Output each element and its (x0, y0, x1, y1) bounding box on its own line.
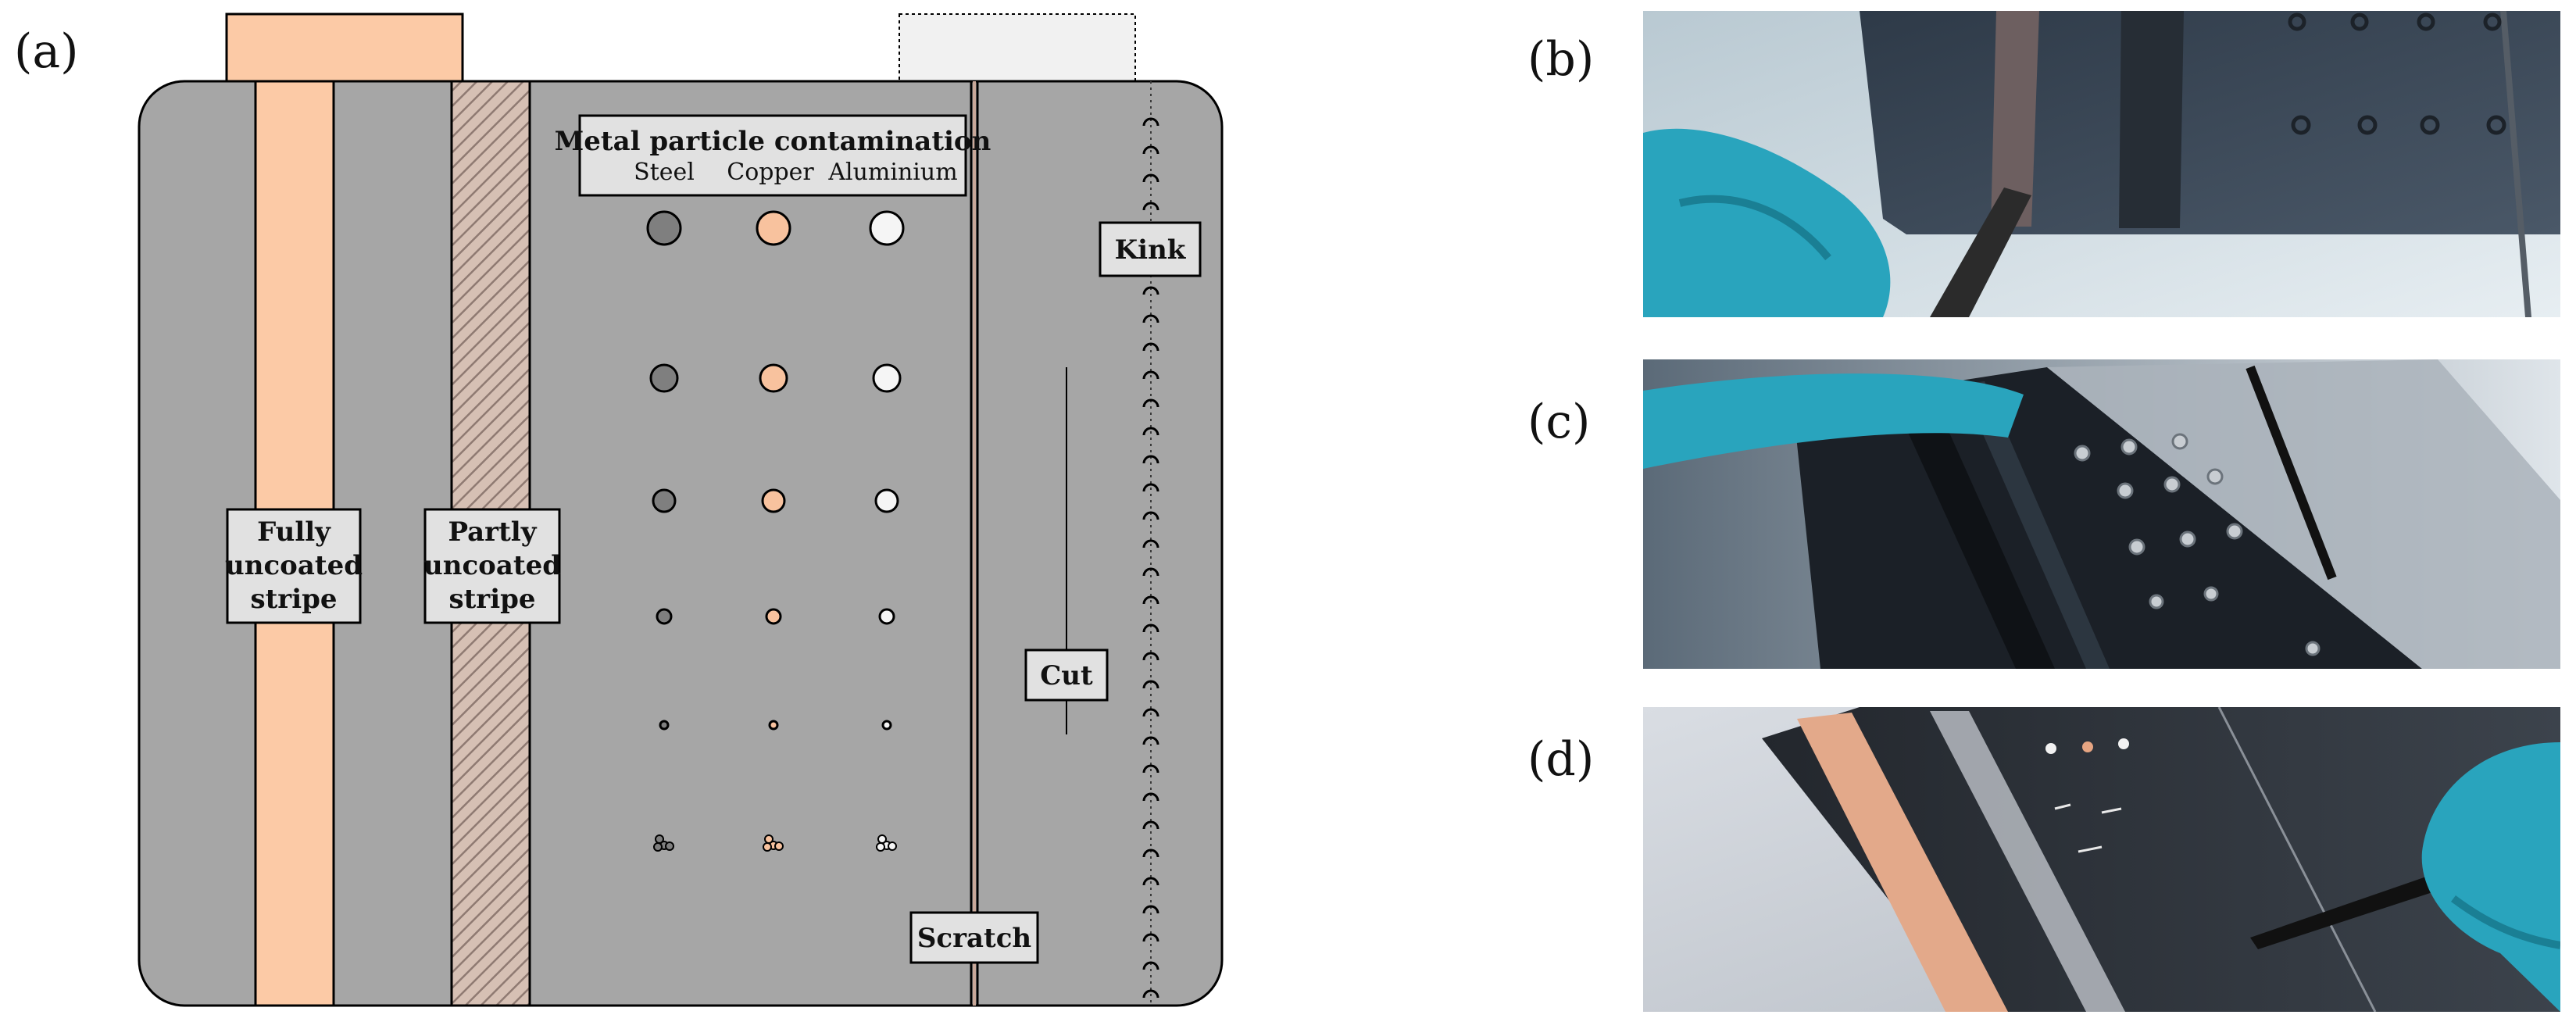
photo-c (1643, 359, 2560, 669)
kink-arc (1142, 652, 1159, 661)
partly-label-line1: Partly (448, 516, 538, 548)
kink-arc (1142, 736, 1159, 745)
kink-arc (1142, 595, 1159, 605)
kink-label-text: Kink (1115, 234, 1187, 266)
kink-arc (1142, 877, 1159, 886)
photo-c-particles (2074, 433, 2321, 656)
kink-arc (1142, 792, 1159, 802)
scratch-label: Scratch (909, 911, 1039, 964)
panel-label-c: (c) (1527, 395, 1590, 449)
glove-d (2421, 742, 2560, 1012)
kink-arc (1142, 539, 1159, 548)
steel-particle-5 (659, 720, 670, 731)
fully-uncoated-label: Fully uncoated stripe (225, 508, 363, 624)
aluminium-particle-4 (878, 608, 895, 625)
glove-c (1643, 373, 2024, 469)
partly-uncoated-label: Partly uncoated stripe (423, 508, 561, 624)
kink-arc (1142, 623, 1159, 633)
kink-arc (1142, 202, 1159, 211)
panel-label-a: (a) (14, 24, 79, 79)
photo-d (1643, 707, 2560, 1012)
dotted-tab (899, 13, 1136, 84)
kink-arc (1142, 764, 1159, 774)
panel-label-d: (d) (1527, 732, 1594, 787)
fully-label-line3: stripe (250, 584, 337, 615)
kink-arc (1142, 370, 1159, 380)
particle-grid (646, 210, 905, 852)
steel-particle-cluster (653, 834, 674, 852)
kink-arc (1142, 961, 1159, 970)
kink-arc (1142, 905, 1159, 914)
fully-label-line1: Fully (257, 516, 331, 548)
steel-particle-3 (652, 488, 677, 513)
kink-arcs (1142, 117, 1159, 999)
photo-b (1643, 11, 2560, 317)
cut-label: Cut (1024, 648, 1109, 702)
kink-arc (1142, 933, 1159, 942)
copper-particle-3 (761, 488, 786, 513)
steel-particle-4 (656, 608, 673, 625)
steel-particle-2 (649, 363, 679, 393)
cut-label-text: Cut (1040, 660, 1093, 691)
kink-arc (1142, 820, 1159, 830)
kink-arc (1142, 989, 1159, 999)
kink-arc (1142, 342, 1159, 352)
glove-b (1643, 128, 1891, 317)
kink-arc (1142, 567, 1159, 577)
photo-d-particles (2045, 738, 2129, 853)
kink-arc (1142, 511, 1159, 520)
kink-arc (1142, 680, 1159, 689)
kink-arc (1142, 398, 1159, 408)
copper-particle-1 (756, 210, 791, 246)
kink-arc (1142, 849, 1159, 858)
fully-label-line2: uncoated (225, 550, 363, 581)
photo-b-holes (2288, 13, 2506, 135)
copper-particle-4 (765, 608, 782, 625)
aluminium-particle-1 (869, 210, 905, 246)
aluminium-particle-2 (872, 363, 902, 393)
steel-particle-1 (646, 210, 682, 246)
kink-arc (1142, 455, 1159, 464)
kink-arc (1142, 173, 1159, 183)
kink-label: Kink (1099, 221, 1202, 277)
scratch-line (970, 81, 979, 1006)
kink-arc (1142, 708, 1159, 717)
kink-arc (1142, 314, 1159, 323)
contamination-legend: Metal particle contamination Steel Coppe… (555, 114, 991, 197)
copper-particle-cluster (763, 834, 784, 852)
aluminium-header: Aluminium (827, 159, 957, 186)
aluminium-particle-5 (881, 720, 892, 731)
kink-arc (1142, 483, 1159, 492)
kink-arc (1142, 286, 1159, 295)
kink-arc (1142, 117, 1159, 127)
partly-label-line2: uncoated (423, 550, 561, 581)
partly-label-line3: stripe (448, 584, 535, 615)
aluminium-particle-3 (874, 488, 899, 513)
aluminium-particle-cluster (876, 834, 897, 852)
copper-particle-5 (768, 720, 779, 731)
contamination-title: Metal particle contamination (555, 126, 991, 157)
copper-particle-2 (759, 363, 788, 393)
copper-tab (225, 13, 464, 84)
steel-header: Steel (634, 159, 695, 186)
kink-arc (1142, 145, 1159, 155)
panel-label-b: (b) (1527, 32, 1594, 87)
kink-arc (1142, 427, 1159, 436)
scratch-label-text: Scratch (917, 923, 1031, 954)
copper-header: Copper (727, 159, 814, 186)
electrode-sheet (138, 80, 1224, 1007)
